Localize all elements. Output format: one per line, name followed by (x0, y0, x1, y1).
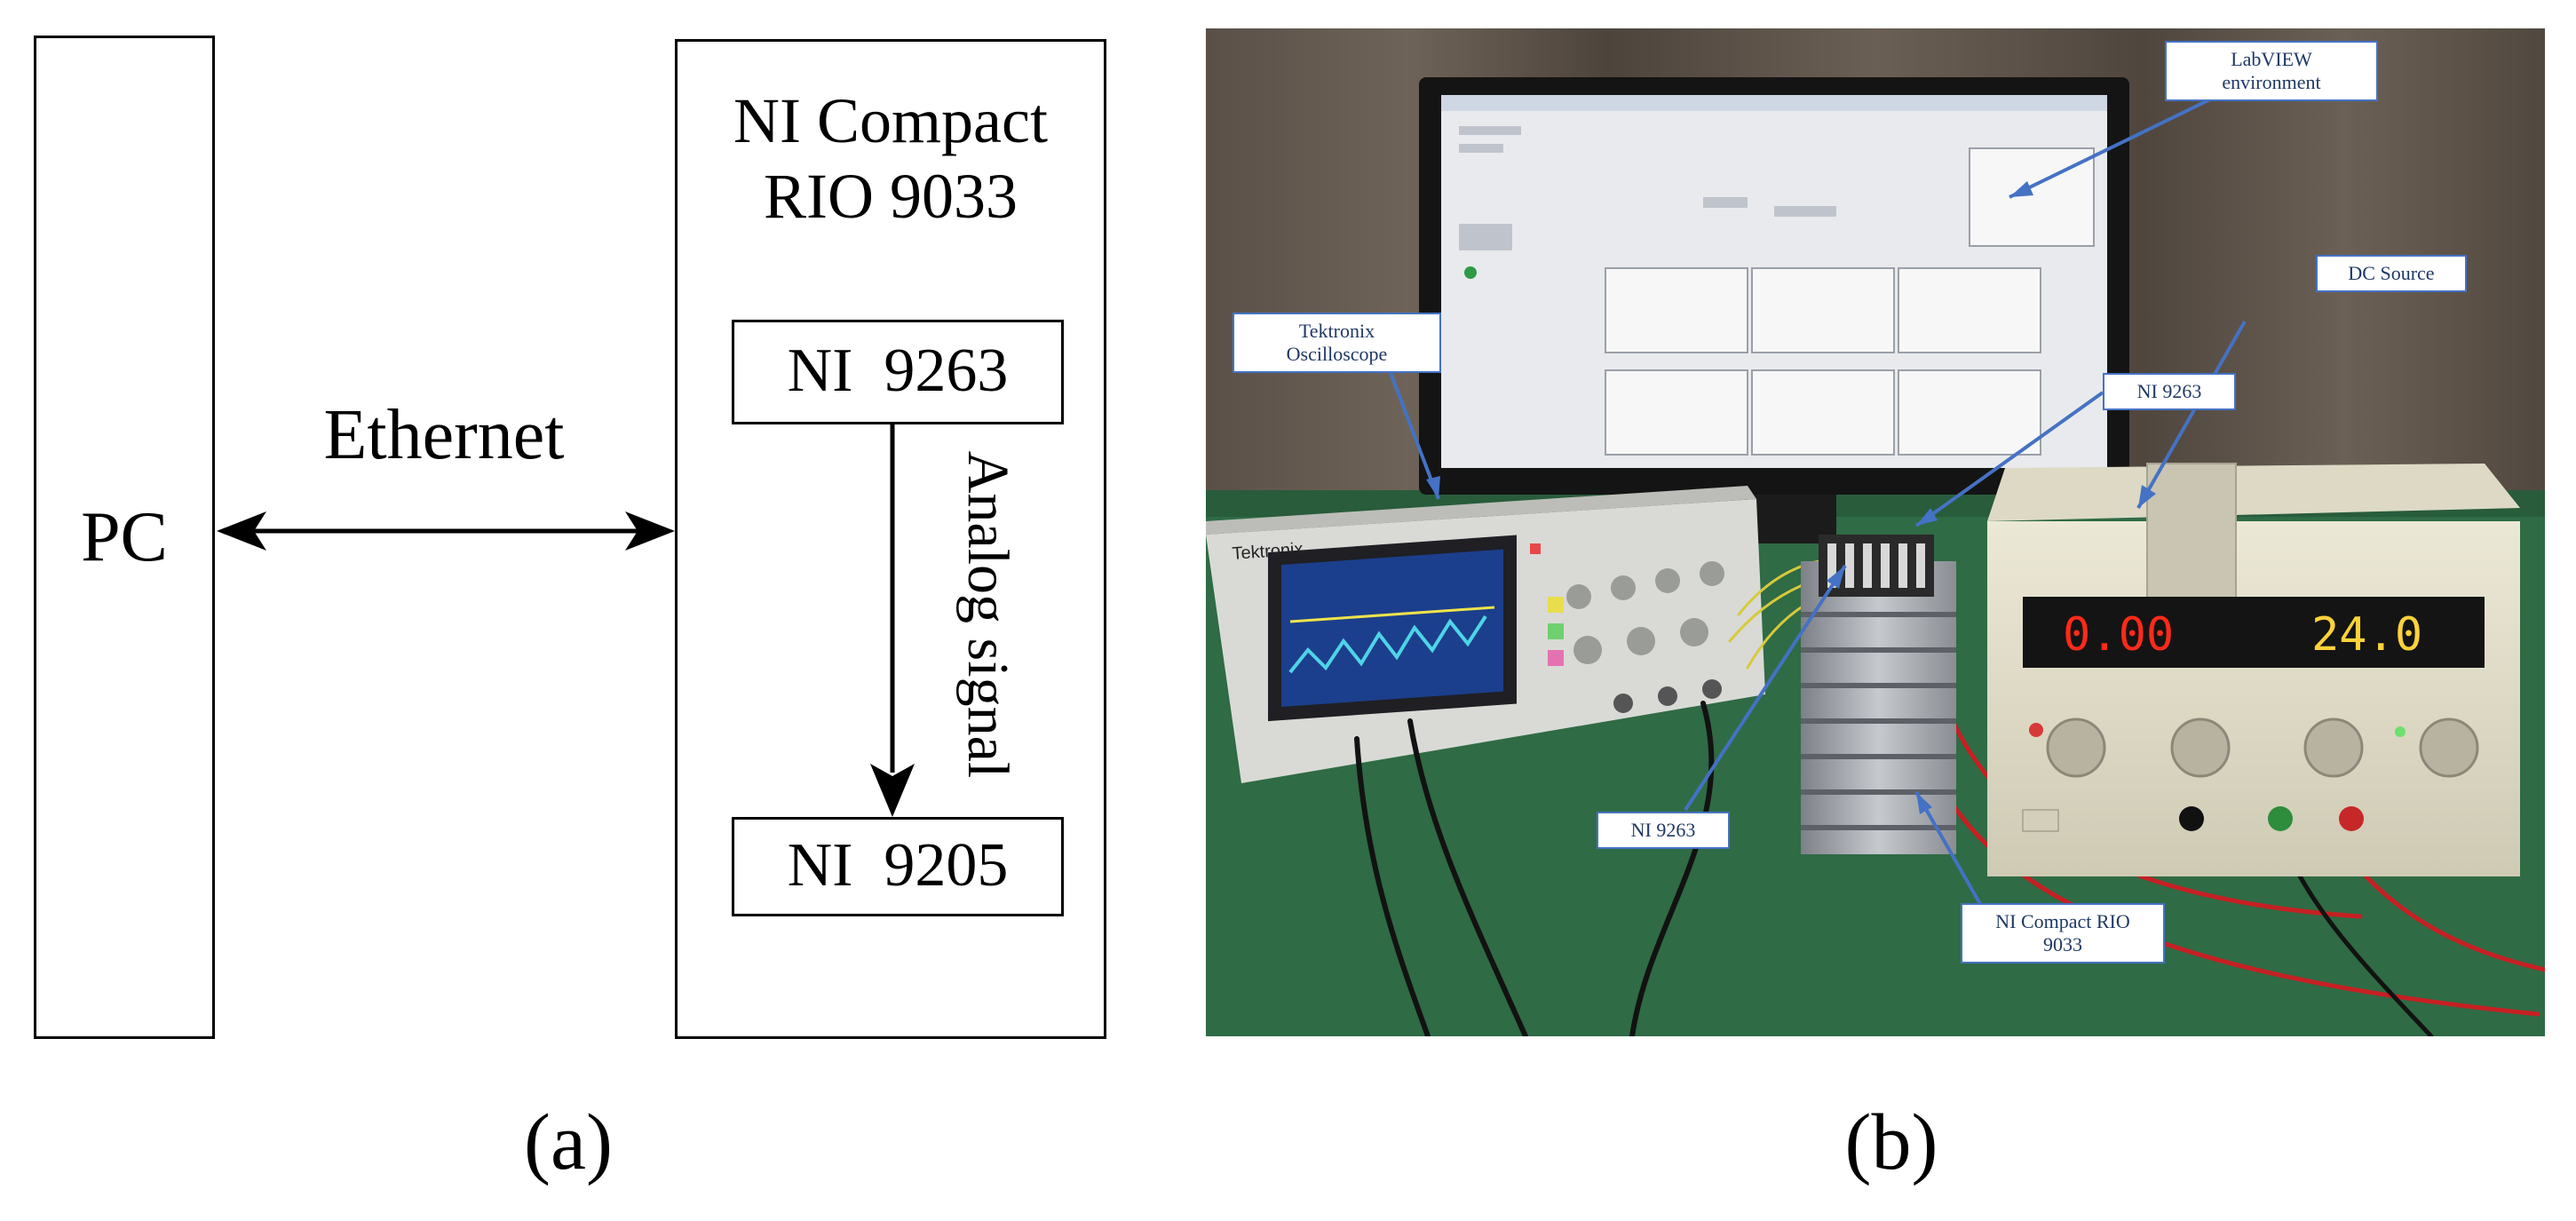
ethernet-label: Ethernet (323, 396, 565, 474)
callout-tektronix: Tektronix Oscilloscope (1233, 313, 1441, 373)
psu-display-left: 0.00 (2063, 608, 2174, 662)
ni9205-block (732, 817, 1064, 916)
ethernet-arrowhead-left (217, 511, 266, 551)
callout-crio: NI Compact RIO 9033 (1961, 903, 2165, 963)
ni9205-label: NI 9205 (787, 831, 1009, 900)
caption-b: (b) (1844, 1098, 1938, 1186)
callout-arrows (1386, 96, 2247, 917)
pc-block (34, 36, 215, 1039)
psu-display-right: 24.0 (2311, 608, 2422, 662)
scope-screen (1281, 549, 1503, 708)
crio-title-line1: NI Compact (733, 85, 1048, 156)
analog-signal-arrowhead (870, 764, 915, 817)
crio-device (1801, 535, 1956, 854)
lab-setup-photo: Tektronix (1206, 28, 2545, 1036)
oscilloscope (1206, 486, 1765, 783)
pc-label: PC (81, 498, 168, 576)
callout-labview: LabVIEW environment (2165, 41, 2378, 101)
photo-illustration: Tektronix (1206, 28, 2545, 1036)
caption-a: (a) (524, 1098, 613, 1186)
callout-dc-source: DC Source (2316, 255, 2467, 292)
scope-waveform (1288, 614, 1487, 674)
monitor (1419, 77, 2129, 543)
callout-ni9263-bottom: NI 9263 (1597, 812, 1730, 849)
ni9263-block (732, 320, 1064, 424)
ethernet-arrowhead-right (625, 511, 675, 551)
callout-ni9263-top: NI 9263 (2103, 373, 2236, 410)
ni9263-label: NI 9263 (787, 337, 1009, 405)
dc-power-supply: 0.00 24.0 (1987, 463, 2520, 876)
crio-title-line2: RIO 9033 (764, 161, 1018, 232)
psu-display-panel (2023, 597, 2485, 668)
